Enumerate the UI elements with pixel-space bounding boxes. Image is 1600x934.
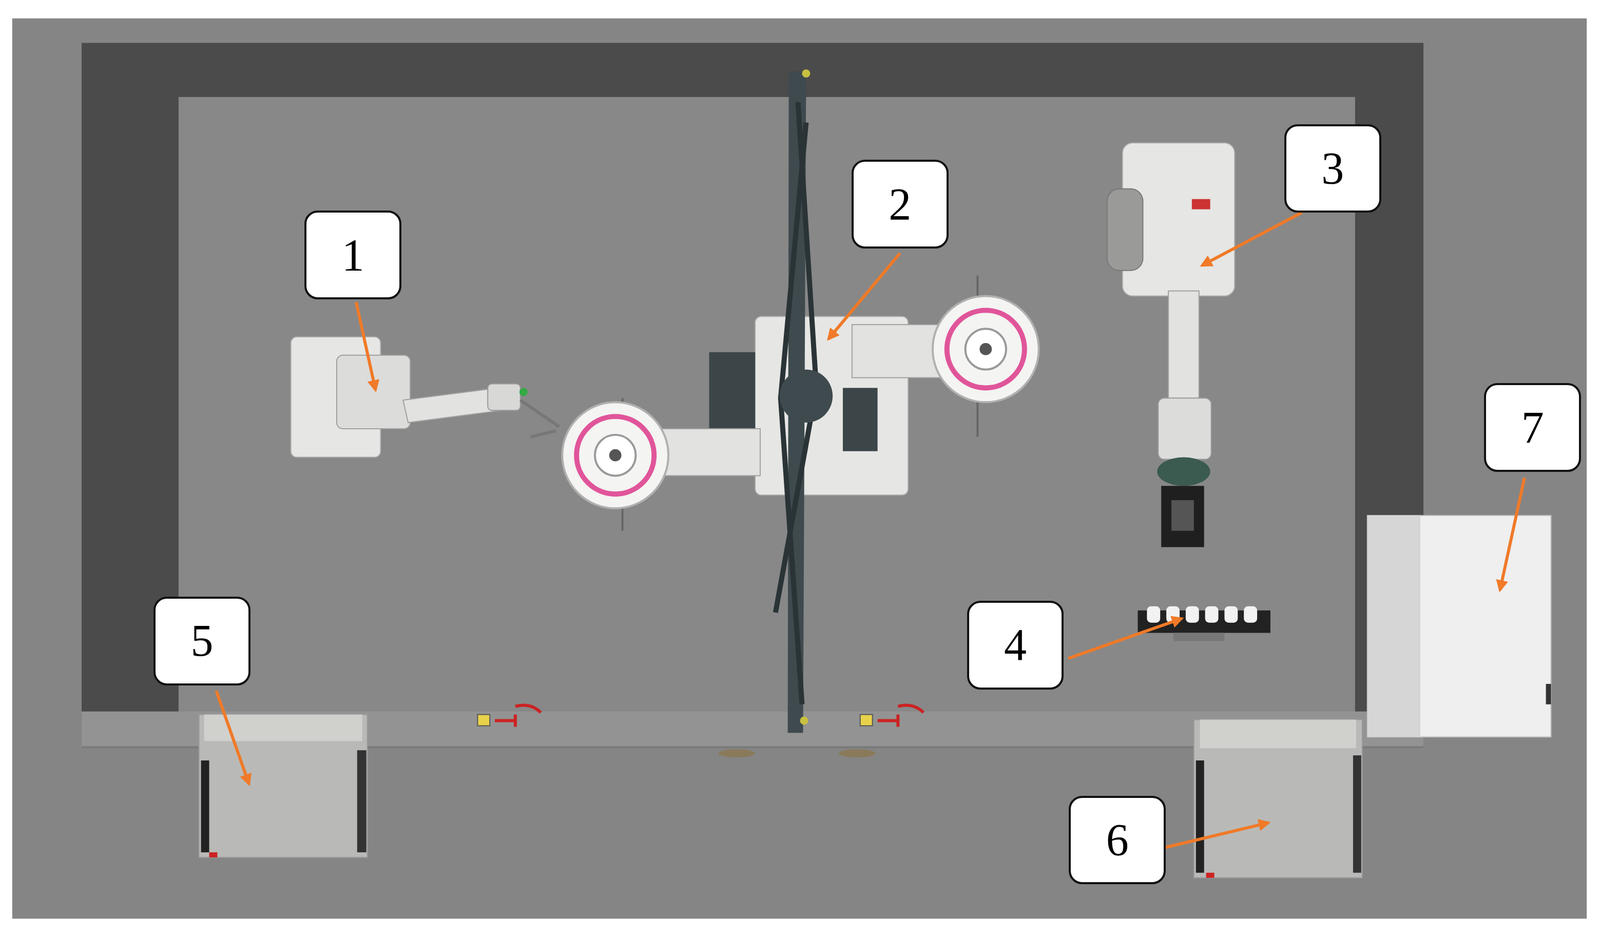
callout-number: 5 [190, 618, 214, 664]
robot-motor [1107, 188, 1144, 271]
gripper-flange [1157, 457, 1210, 487]
foot [718, 748, 756, 758]
gripper-jaw [1171, 499, 1194, 531]
rack-slots [1146, 606, 1258, 623]
device [477, 714, 490, 726]
light-curtain-devices [477, 704, 924, 758]
cell-floor [178, 97, 1356, 747]
callout-number: 1 [341, 232, 365, 278]
floor-ground [12, 18, 1587, 919]
callout-number: 2 [888, 181, 912, 227]
cabinet [1367, 515, 1552, 737]
workpiece-ring [947, 310, 1025, 388]
bin-side [201, 760, 210, 853]
tool-rack [1137, 606, 1270, 642]
hub [594, 434, 636, 476]
handle [494, 704, 541, 727]
hub-center [979, 342, 992, 356]
slot [1205, 606, 1219, 623]
bin-side [1353, 755, 1362, 873]
slot [1224, 606, 1238, 623]
clamp-pin [976, 399, 979, 437]
callout-number: 7 [1521, 405, 1545, 451]
divider-light [800, 716, 809, 725]
fixture-disk [562, 401, 669, 509]
callout-box: 1 [304, 210, 402, 300]
cell-wall [81, 43, 1424, 748]
handle [877, 704, 924, 727]
control-cabinet [1367, 515, 1552, 737]
bin [199, 714, 368, 858]
slot [1146, 606, 1161, 623]
torch-dot [519, 387, 528, 396]
robot-arm [1168, 291, 1200, 404]
weld-torch [520, 399, 560, 437]
cabinet-handle [1546, 683, 1552, 705]
positioner-motor [842, 387, 878, 451]
divider-screen [775, 69, 833, 733]
callout-box: 4 [967, 600, 1065, 690]
callout-number: 3 [1321, 145, 1344, 191]
handling-robot [1107, 142, 1235, 547]
callout-box: 6 [1068, 795, 1166, 885]
divider-light [801, 69, 811, 78]
gripper [1161, 485, 1204, 547]
leader-arrows [216, 212, 1525, 853]
bin-foot [1206, 872, 1215, 878]
foot [838, 748, 876, 758]
robot-arm [402, 387, 503, 423]
leader-arrow [1499, 477, 1525, 590]
robot-label [1191, 199, 1211, 210]
bin-side [1196, 760, 1205, 873]
bin-foot [209, 852, 218, 858]
leader-arrow [356, 301, 376, 390]
positioner-arm [852, 324, 942, 378]
callout-number: 4 [1004, 622, 1027, 668]
cabinet-side [1367, 515, 1421, 737]
callout-box: 2 [851, 159, 949, 249]
positioner-motor [709, 352, 756, 432]
welding-robot [291, 336, 560, 458]
rack-plate [1173, 632, 1225, 642]
leader-arrow [828, 253, 900, 339]
leader-arrow [1068, 618, 1182, 659]
device [860, 714, 873, 726]
leader-arrow [1202, 212, 1303, 266]
fixture-disk [932, 296, 1039, 403]
workpiece-ring [576, 416, 654, 494]
callout-box: 5 [153, 596, 251, 686]
robot-wrist [487, 383, 521, 411]
parts-bin-right [1193, 719, 1363, 878]
bin-side [357, 749, 367, 853]
callout-box: 7 [1483, 382, 1582, 472]
clamp-pin [976, 275, 979, 299]
divider-hub [779, 369, 833, 423]
callout-box: 3 [1284, 124, 1382, 214]
callout-number: 6 [1106, 817, 1129, 863]
hub [965, 328, 1007, 370]
robot-wrist [1158, 397, 1211, 459]
bin [1193, 719, 1363, 878]
bin-top [1200, 719, 1357, 749]
robot-shoulder [336, 355, 411, 429]
leader-arrow [216, 690, 249, 784]
slot [1243, 606, 1258, 623]
slot [1185, 606, 1200, 623]
parts-bin-left [199, 714, 368, 858]
hub-center [609, 449, 622, 462]
